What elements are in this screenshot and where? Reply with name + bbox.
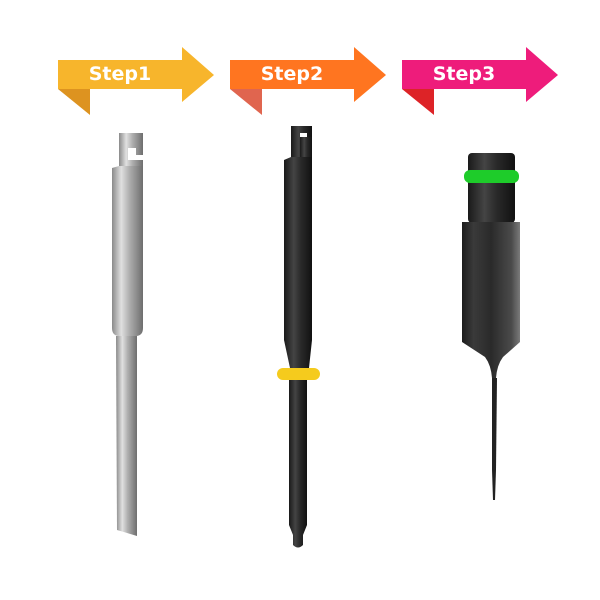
step-3-label: Step3 [432, 63, 496, 85]
step-2-arrow: Step2 [230, 47, 390, 117]
step-1-label: Step1 [88, 63, 152, 85]
step-1-arrow: Step1 [58, 47, 218, 117]
yellow-ring [277, 368, 320, 380]
arrow-shape [230, 47, 386, 115]
step-3-arrow: Step3 [402, 47, 562, 117]
green-ring [464, 170, 519, 183]
arrow-shape [58, 47, 214, 115]
step-2-label: Step2 [260, 63, 324, 85]
silver-drill-tool [112, 133, 143, 536]
arrow-shape [402, 47, 558, 115]
black-drill-tool [277, 126, 320, 548]
black-driver-tool [462, 153, 520, 500]
